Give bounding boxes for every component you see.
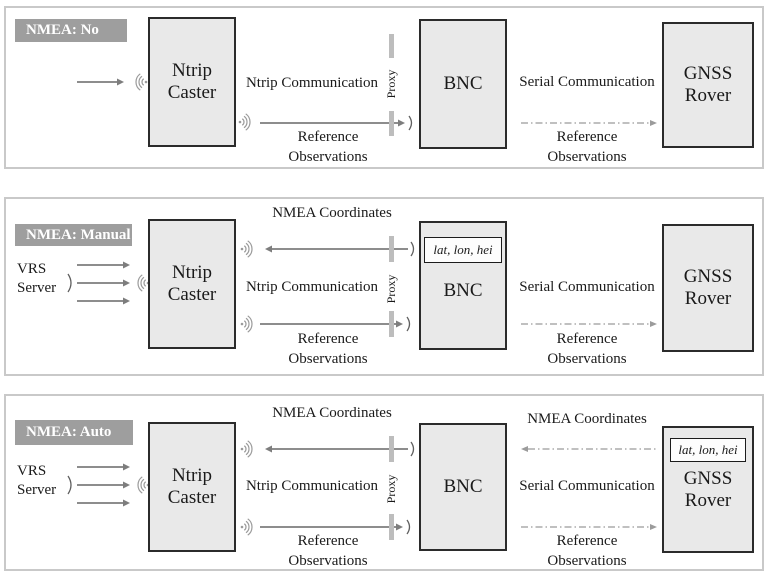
gnss-rover-box: lat, lon, hei GNSS Rover xyxy=(662,426,754,553)
vrs-server-label: VRS Server xyxy=(17,261,57,296)
radio-wave-tx-icon xyxy=(238,113,251,131)
banner-label: NMEA: No xyxy=(26,22,99,38)
bnc-label: BNC xyxy=(443,73,483,95)
nmea-coordinates-label-left: NMEA Coordinates xyxy=(272,205,392,221)
reference-observations-label-right: Reference Observations xyxy=(547,533,627,569)
radio-wave-tx-icon xyxy=(240,518,253,536)
proxy-label: Proxy xyxy=(384,474,398,504)
serial-communication-label: Serial Communication xyxy=(519,279,655,295)
panel-nmea-manual: NMEA: Manual VRS Server Ntrip Caster lat… xyxy=(4,197,764,376)
ntrip-communication-label: Ntrip Communication xyxy=(245,279,379,295)
lat-lon-hei-value: lat, lon, hei xyxy=(678,441,738,457)
reference-observations-label-right: Reference Observations xyxy=(547,129,627,165)
panel-nmea-auto: NMEA: Auto VRS Server Ntrip Caster BNC l… xyxy=(4,394,764,571)
reference-observations-label-left: Reference Observations xyxy=(288,331,368,367)
serial-communication-label: Serial Communication xyxy=(519,478,655,494)
arrow-into-caster xyxy=(77,78,124,86)
proxy-bar-top xyxy=(389,236,394,262)
banner-nmea-manual: NMEA: Manual xyxy=(15,224,132,246)
arrow-nmea-coords-to-caster xyxy=(265,241,415,257)
ntrip-caster-label: Ntrip Caster xyxy=(167,60,217,103)
reference-observations-label-right: Reference Observations xyxy=(547,331,627,367)
vrs-arrows xyxy=(77,261,130,305)
proxy-label: Proxy xyxy=(384,69,398,99)
lat-lon-hei-value: lat, lon, hei xyxy=(433,241,493,257)
radio-wave-rx-top-icon xyxy=(240,440,253,458)
bnc-box: BNC xyxy=(419,423,507,551)
banner-nmea-no: NMEA: No xyxy=(15,19,127,42)
bnc-label: BNC xyxy=(443,280,483,301)
proxy-bar-top xyxy=(389,436,394,462)
ntrip-communication-label: Ntrip Communication xyxy=(245,478,379,494)
arrow-ref-obs-to-rover xyxy=(521,524,657,530)
gnss-rover-label: GNSS Rover xyxy=(683,63,733,106)
vrs-server-label: VRS Server xyxy=(17,463,57,498)
ntrip-caster-box: Ntrip Caster xyxy=(148,17,236,147)
arrow-ref-obs-to-rover xyxy=(521,321,657,327)
proxy-label: Proxy xyxy=(384,274,398,304)
panel-nmea-no: NMEA: No Ntrip Caster BNC GNSS Rover Ntr… xyxy=(4,6,764,169)
arrow-nmea-coords-to-bnc xyxy=(521,446,658,452)
serial-communication-label: Serial Communication xyxy=(519,74,655,90)
arrow-nmea-coords-to-caster xyxy=(265,441,415,457)
bnc-box: BNC xyxy=(419,19,507,149)
vrs-arrows xyxy=(77,463,130,507)
gnss-rover-label: GNSS Rover xyxy=(683,266,733,309)
gnss-rover-box: GNSS Rover xyxy=(662,224,754,352)
banner-nmea-auto: NMEA: Auto xyxy=(15,420,133,445)
arrow-ref-obs-to-rover xyxy=(521,120,657,126)
reference-observations-label-left: Reference Observations xyxy=(288,129,368,165)
banner-label: NMEA: Manual xyxy=(26,226,131,243)
bnc-box: lat, lon, hei BNC xyxy=(419,221,507,350)
ntrip-communication-label: Ntrip Communication xyxy=(245,75,379,91)
radio-wave-rx-top-icon xyxy=(240,240,253,258)
ntrip-caster-box: Ntrip Caster xyxy=(148,422,236,552)
ntrip-caster-label: Ntrip Caster xyxy=(167,465,217,508)
radio-wave-left-icon xyxy=(135,73,148,91)
arrow-ref-obs-to-bnc xyxy=(260,316,411,332)
reference-observations-label-left: Reference Observations xyxy=(288,533,368,569)
ntrip-caster-label: Ntrip Caster xyxy=(167,262,217,305)
proxy-bar-top xyxy=(389,34,394,58)
lat-lon-hei-box: lat, lon, hei xyxy=(424,237,502,263)
radio-wave-tx-icon xyxy=(240,315,253,333)
gnss-rover-box: GNSS Rover xyxy=(662,22,754,148)
nmea-coordinates-label-right: NMEA Coordinates xyxy=(527,411,647,427)
lat-lon-hei-box: lat, lon, hei xyxy=(670,438,746,462)
bnc-label: BNC xyxy=(443,476,483,498)
ntrip-caster-box: Ntrip Caster xyxy=(148,219,236,349)
gnss-rover-label: GNSS Rover xyxy=(683,468,733,511)
banner-label: NMEA: Auto xyxy=(26,424,112,440)
nmea-coordinates-label-left: NMEA Coordinates xyxy=(272,405,392,421)
